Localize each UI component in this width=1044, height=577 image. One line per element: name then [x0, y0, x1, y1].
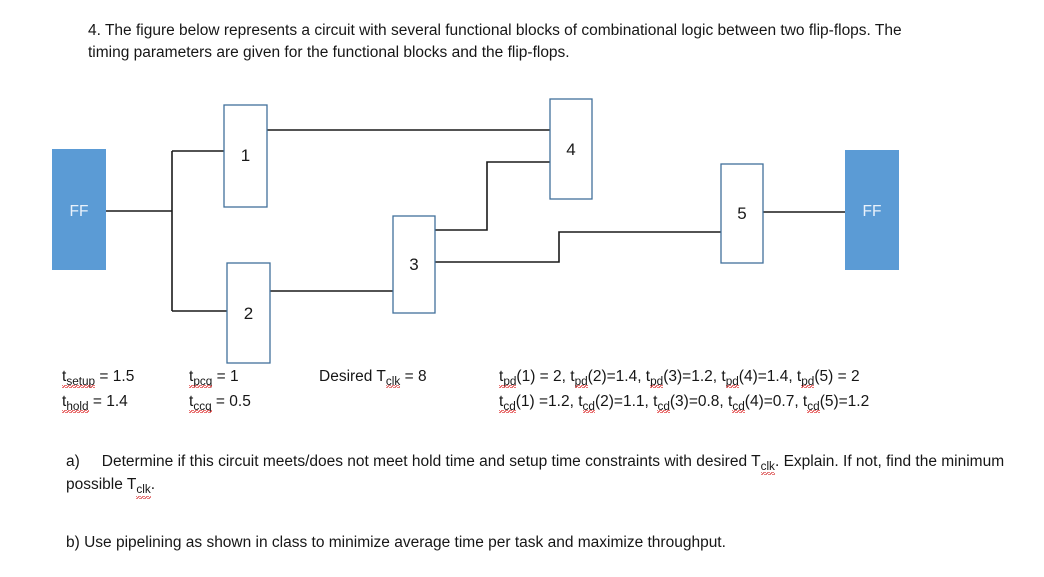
timing-row-1: tsetup = 1.5 tpcq = 1 Desired Tclk = 8 t…	[62, 368, 1022, 393]
tpd-param-list: tpd(1) = 2, tpd(2)=1.4, tpd(3)=1.2, tpd(…	[499, 368, 860, 388]
flipflop-left-label: FF	[70, 203, 89, 220]
tclk-sub-2: clk	[136, 473, 152, 499]
block-4-label: 4	[566, 140, 575, 159]
tpcq-param: tpcq = 1	[189, 368, 239, 388]
timing-parameters: tsetup = 1.5 tpcq = 1 Desired Tclk = 8 t…	[62, 368, 1022, 418]
tccq-param: tccq = 0.5	[189, 393, 251, 413]
question-a-marker: a)	[66, 453, 80, 470]
timing-row-2: thold = 1.4 tccq = 0.5 tcd(1) =1.2, tcd(…	[62, 393, 1022, 418]
question-a-text-2: . Explain. If not, find the minimum poss…	[66, 453, 1005, 494]
desired-tclk-param: Desired Tclk = 8	[319, 368, 427, 388]
question-a-text-3: .	[150, 476, 156, 494]
thold-param: thold = 1.4	[62, 393, 128, 413]
questions-section: a) Determine if this circuit meets/does n…	[66, 450, 1016, 554]
question-b: b) Use pipelining as shown in class to m…	[66, 533, 726, 551]
block-3-label: 3	[409, 255, 418, 274]
functional-block-5: 5	[720, 163, 764, 264]
flipflop-right-label: FF	[863, 203, 882, 220]
block-1-label: 1	[241, 146, 250, 165]
block-5-label: 5	[737, 204, 746, 223]
functional-block-2: 2	[226, 262, 271, 364]
flipflop-left: FF	[52, 149, 106, 270]
question-a-text-1: Determine if this circuit meets/does not…	[101, 453, 761, 470]
functional-block-3: 3	[392, 215, 436, 314]
tclk-sub-1: clk	[760, 450, 776, 476]
wire-group	[106, 129, 845, 312]
tcd-param-list: tcd(1) =1.2, tcd(2)=1.1, tcd(3)=0.8, tcd…	[499, 393, 870, 413]
problem-statement: 4. The figure below represents a circuit…	[88, 22, 902, 61]
question-a: a) Determine if this circuit meets/does n…	[66, 450, 1016, 499]
functional-block-4: 4	[549, 98, 593, 200]
wire-block3-to-block4	[435, 161, 550, 231]
flipflop-right: FF	[845, 150, 899, 270]
tsetup-param: tsetup = 1.5	[62, 368, 135, 388]
block-2-label: 2	[244, 304, 253, 323]
functional-block-1: 1	[223, 104, 268, 208]
wire-block3-to-block5	[435, 231, 721, 263]
